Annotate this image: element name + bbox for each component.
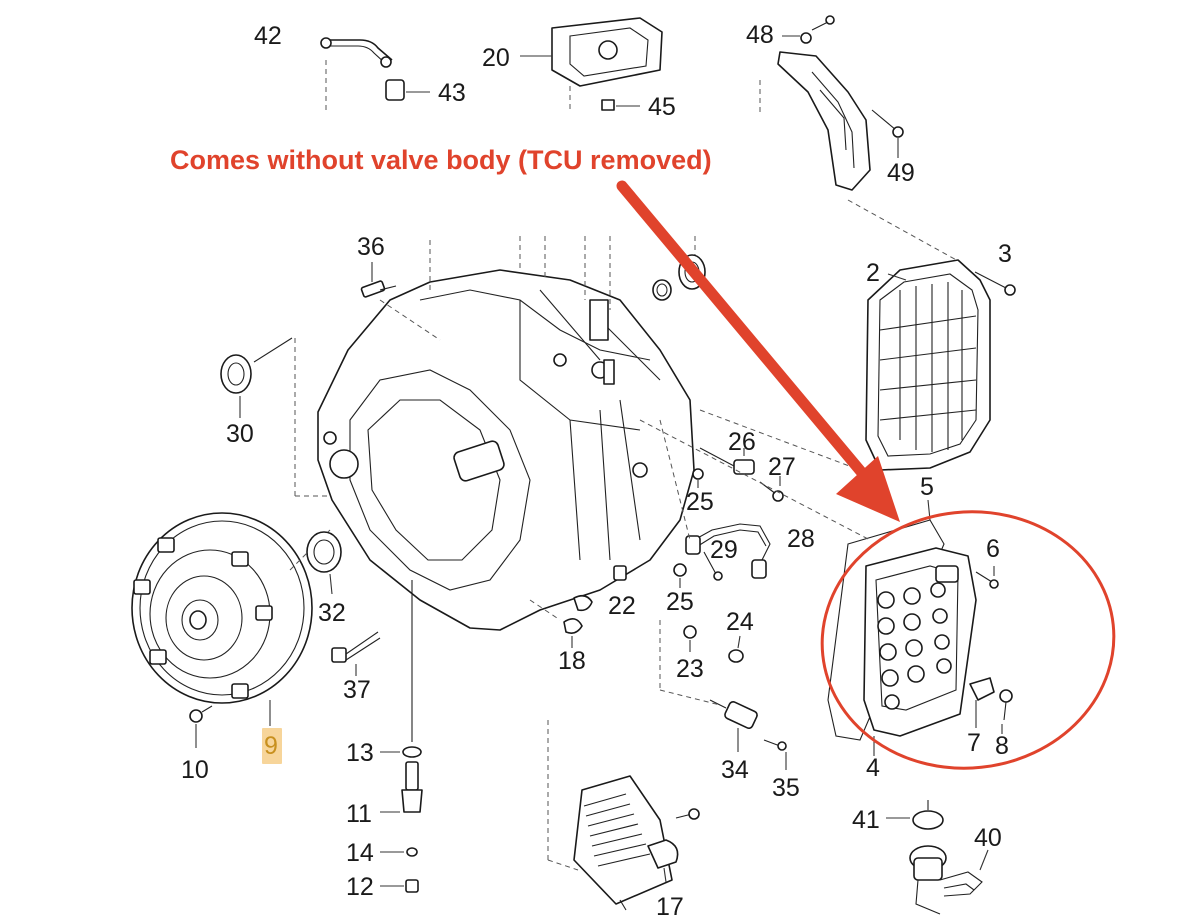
annotation-arrow	[616, 180, 900, 522]
part-25-washer-b	[673, 563, 687, 588]
part-7-bracket	[969, 677, 995, 728]
callout-24: 24	[726, 608, 754, 636]
callout-32: 32	[318, 599, 346, 627]
callout-36: 36	[357, 233, 385, 261]
part-14-oring	[380, 847, 418, 857]
part-11-dipstick	[380, 761, 423, 813]
part-35-bolt	[763, 739, 787, 770]
part-transmission-housing	[317, 236, 696, 631]
callout-49: 49	[887, 159, 915, 187]
part-2-oil-pan	[847, 199, 1016, 471]
callout-14: 14	[346, 839, 374, 867]
callout-10: 10	[181, 756, 209, 784]
callout-43: 43	[438, 79, 466, 107]
annotation-text: Comes without valve body (TCU removed)	[170, 145, 712, 175]
part-9-highlight	[262, 728, 282, 764]
part-23-washer	[683, 625, 697, 652]
callout-7: 7	[967, 729, 981, 757]
part-13-oring	[380, 580, 422, 758]
part-32-seal	[306, 531, 342, 595]
callout-11: 11	[346, 800, 372, 828]
annotation-circle	[820, 510, 1116, 770]
callout-9: 9	[264, 732, 278, 760]
callout-13: 13	[346, 739, 374, 767]
part-12-plug	[380, 879, 419, 893]
callout-22: 22	[608, 592, 636, 620]
callout-5: 5	[920, 473, 934, 501]
callout-26: 26	[728, 428, 756, 456]
callout-29: 29	[710, 536, 738, 564]
callout-37: 37	[343, 676, 371, 704]
part-41-oring	[886, 800, 944, 830]
callout-40: 40	[974, 824, 1002, 852]
callout-20: 20	[482, 44, 510, 72]
callout-28: 28	[787, 525, 815, 553]
callout-48: 48	[746, 21, 774, 49]
callout-23: 23	[676, 655, 704, 683]
callout-12: 12	[346, 873, 374, 901]
callout-2: 2	[866, 259, 880, 287]
part-42-pipe	[320, 37, 393, 112]
callout-8: 8	[995, 732, 1009, 760]
callout-35: 35	[772, 774, 800, 802]
part-37-bolt	[331, 631, 381, 676]
callout-17: 17	[656, 893, 684, 921]
part-8-bolt	[999, 689, 1013, 734]
callout-27: 27	[768, 453, 796, 481]
part-40-thermostat	[909, 845, 989, 915]
part-30-seal	[220, 337, 330, 497]
callout-6: 6	[986, 535, 1000, 563]
part-43-clip	[385, 79, 430, 101]
part-10-bolt	[189, 705, 213, 748]
callout-34: 34	[721, 756, 749, 784]
callout-41: 41	[852, 806, 880, 834]
part-6-bolt	[975, 566, 999, 589]
part-20-control-module	[520, 17, 663, 112]
part-24-washer	[728, 635, 744, 663]
part-4-valve-body	[863, 547, 977, 756]
callout-18: 18	[558, 647, 586, 675]
callout-30: 30	[226, 420, 254, 448]
callout-4: 4	[866, 754, 880, 782]
part-28-29-harness	[659, 419, 771, 581]
callout-42: 42	[254, 22, 282, 50]
callout-45: 45	[648, 93, 676, 121]
part-9-torque-converter	[131, 512, 331, 726]
part-34-sensor	[659, 620, 758, 752]
callout-3: 3	[998, 240, 1012, 268]
callout-25-lower: 25	[666, 588, 694, 616]
part-25-washer-a	[692, 468, 704, 488]
part-22-clip	[573, 565, 627, 612]
callout-25-upper: 25	[686, 488, 714, 516]
part-48-49-bracket	[759, 15, 904, 191]
part-36-bolt	[360, 262, 441, 341]
part-18-clip	[529, 599, 583, 648]
part-17-oil-cooler	[547, 720, 700, 911]
